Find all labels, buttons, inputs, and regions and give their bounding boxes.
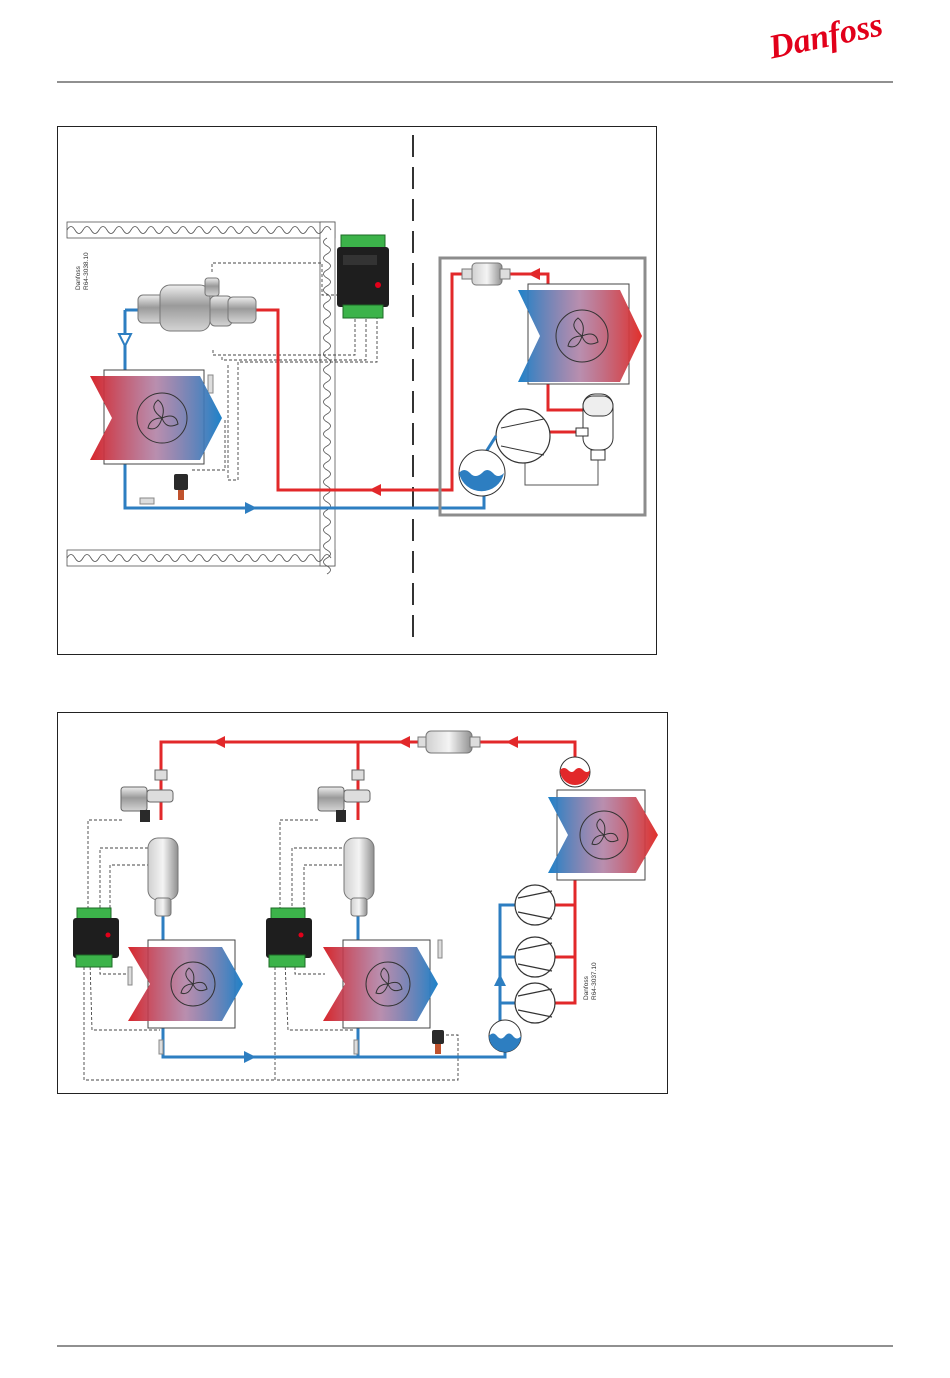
arrow-right-blue — [245, 502, 257, 514]
expansion-valve-2 — [344, 838, 374, 916]
reference-label-line2-bottom: R64-3037.10 — [591, 962, 598, 1000]
arrow-left-red-top — [528, 268, 540, 280]
reference-label-line1-bottom: Danfoss — [583, 975, 590, 1000]
expansion-valve-1 — [148, 838, 178, 916]
expansion-valve — [138, 278, 256, 331]
controller-2 — [266, 908, 312, 967]
compressors-bottom — [515, 885, 555, 1023]
controller-unit — [337, 235, 389, 318]
receiver-to-compressor-line — [525, 460, 598, 485]
receiver — [576, 394, 613, 460]
suction-accumulator — [459, 450, 505, 496]
controller-1 — [73, 908, 119, 967]
suction-accumulator-bottom — [489, 1020, 521, 1052]
pressure-transmitter-bottom — [432, 1030, 444, 1054]
arrow-left-red — [369, 484, 381, 496]
evaporator-2 — [323, 940, 438, 1028]
page-header: Danfoss — [57, 6, 893, 82]
evaporator-1 — [128, 940, 243, 1028]
compressor-2 — [515, 937, 555, 977]
condenser-bottom — [548, 790, 658, 880]
circuit-1 — [73, 770, 243, 1028]
diagram-top: Danfoss R64-3038.10 — [58, 127, 657, 655]
solenoid-valve-1 — [121, 770, 173, 822]
diagram-bottom-reference-label: Danfoss R64-3037.10 — [583, 962, 598, 1000]
diagram-bottom: Danfoss R64-3037.10 — [58, 713, 668, 1094]
reference-label-line2: R64-3038.10 — [83, 252, 90, 290]
filter-drier — [462, 263, 510, 285]
compressor-1 — [515, 885, 555, 925]
filter-drier-bottom — [418, 731, 480, 753]
danfoss-logo: Danfoss — [765, 6, 886, 66]
liquid-receiver-bottom — [560, 757, 590, 787]
solenoid-valve-2 — [318, 770, 370, 822]
logo-text: Danfoss — [765, 6, 886, 66]
compressor-3 — [515, 983, 555, 1023]
condenser — [518, 284, 642, 384]
pressure-transmitter — [174, 474, 188, 500]
compressor — [496, 409, 550, 463]
diagram-top-reference-label: Danfoss R64-3038.10 — [75, 252, 90, 290]
evaporator — [90, 370, 222, 464]
arrow-down-blue — [119, 334, 131, 346]
reference-label-line1: Danfoss — [75, 265, 82, 290]
